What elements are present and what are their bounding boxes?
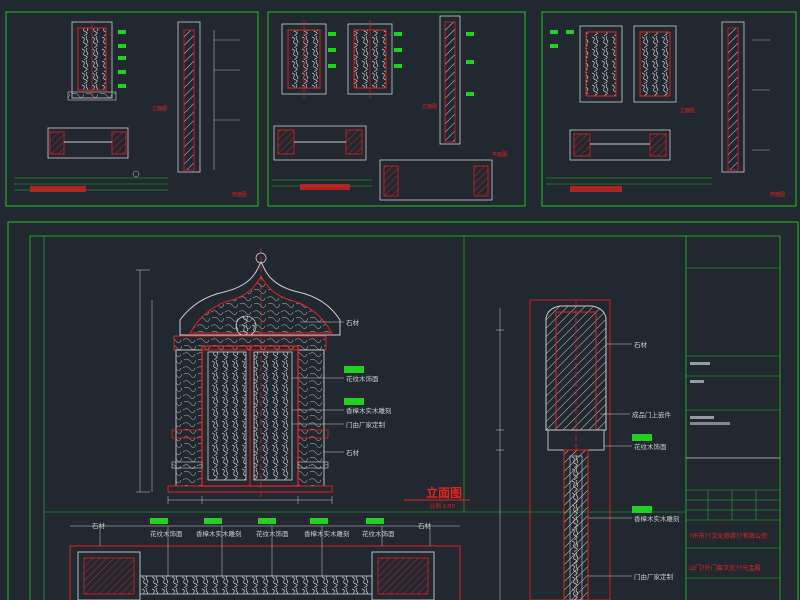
title-block-company: ?州市??文化旅游??有限公司	[689, 532, 767, 540]
elevation-callout-stone-base: 石材	[346, 448, 360, 457]
thumbnail-section	[177, 21, 240, 173]
section-callout-veneer: 花纹木饰面	[634, 442, 667, 451]
main-drawing-sheet: 石材 花纹木饰面 香樟木实木雕刻 门由厂家定制 石材 立面图 比例 1:50	[7, 221, 799, 600]
section-callout-stone: 石材	[634, 340, 648, 349]
thumbnail-callouts	[118, 30, 126, 88]
thumbnail-legend-lines	[14, 170, 168, 192]
thumbnail-elevation	[67, 20, 117, 101]
section-callout-door: 门由厂家定制	[634, 572, 674, 581]
elevation-scale: 比例 1:50	[430, 502, 456, 510]
thumbnail-callouts	[550, 30, 574, 48]
thumbnail-section-tag: 剖面图	[770, 191, 785, 198]
thumbnail-plan	[273, 125, 493, 201]
thumbnail-elevation-tag: 立面图	[680, 107, 695, 114]
elevation-drawing	[136, 248, 341, 504]
thumbnail-elevation	[281, 20, 393, 98]
elevation-title: 立面图	[426, 485, 462, 500]
plan-callout-stone-right: 石材	[418, 521, 432, 530]
thumbnail-elevation-tag: 立面图	[422, 103, 437, 110]
title-block: ?州市??文化旅游??有限公司 山门?外门套文化??元宝殿	[686, 267, 780, 579]
thumbnail-legend-lines	[546, 177, 712, 192]
elevation-callout-stone: 石材	[346, 318, 360, 327]
thumbnail-sheet-3[interactable]: 立面图 剖面图	[541, 11, 797, 207]
arch-medallion-icon	[235, 315, 257, 337]
plan-callout-veneer-1: 花纹木饰面	[150, 529, 183, 538]
thumbnail-elevation	[579, 25, 677, 103]
plan-callout-carving-1: 香樟木实木雕刻	[196, 529, 242, 538]
section-callout-insert: 成品门上嵌件	[632, 410, 672, 419]
plan-callout-veneer-2: 花纹木饰面	[256, 529, 289, 538]
section-drawing	[496, 299, 611, 600]
thumbnail-section-tag: 剖面图	[232, 191, 247, 198]
thumbnail-section	[721, 21, 770, 173]
plan-drawing	[69, 525, 461, 600]
thumbnail-legend-lines	[272, 179, 372, 190]
thumbnail-callouts	[328, 32, 402, 68]
plan-callout-carving-2: 香樟木实木雕刻	[304, 529, 350, 538]
plan-callout-stone-left: 石材	[92, 521, 106, 530]
thumbnail-plan	[47, 127, 129, 159]
plan-callout-veneer-3: 花纹木饰面	[362, 529, 395, 538]
elevation-callout-carving: 香樟木实木雕刻	[346, 406, 392, 415]
thumbnail-plan-tag: 平面图	[492, 152, 507, 158]
plan-callouts: 石材 花纹木饰面 香樟木实木雕刻 花纹木饰面 香樟木实木雕刻 花纹木饰面 石材	[92, 518, 432, 538]
elevation-callout-veneer: 花纹木饰面	[346, 374, 379, 383]
elevation-callouts: 石材 花纹木饰面 香樟木实木雕刻 门由厂家定制 石材	[292, 318, 392, 457]
thumbnail-section	[439, 15, 474, 145]
thumbnail-plan	[569, 129, 671, 161]
thumbnail-sheet-2[interactable]: 立面图 平面图	[267, 11, 526, 207]
thumbnail-elevation-tag: 立面图	[152, 105, 167, 112]
section-callout-carving: 香樟木实木雕刻	[634, 514, 680, 523]
title-block-project: 山门?外门套文化??元宝殿	[689, 564, 761, 572]
elevation-callout-door: 门由厂家定制	[346, 420, 386, 429]
section-callouts: 石材 成品门上嵌件 花纹木饰面 香樟木实木雕刻 门由厂家定制	[588, 340, 680, 581]
thumbnail-sheet-1[interactable]: 立面图 剖面图	[5, 11, 259, 207]
